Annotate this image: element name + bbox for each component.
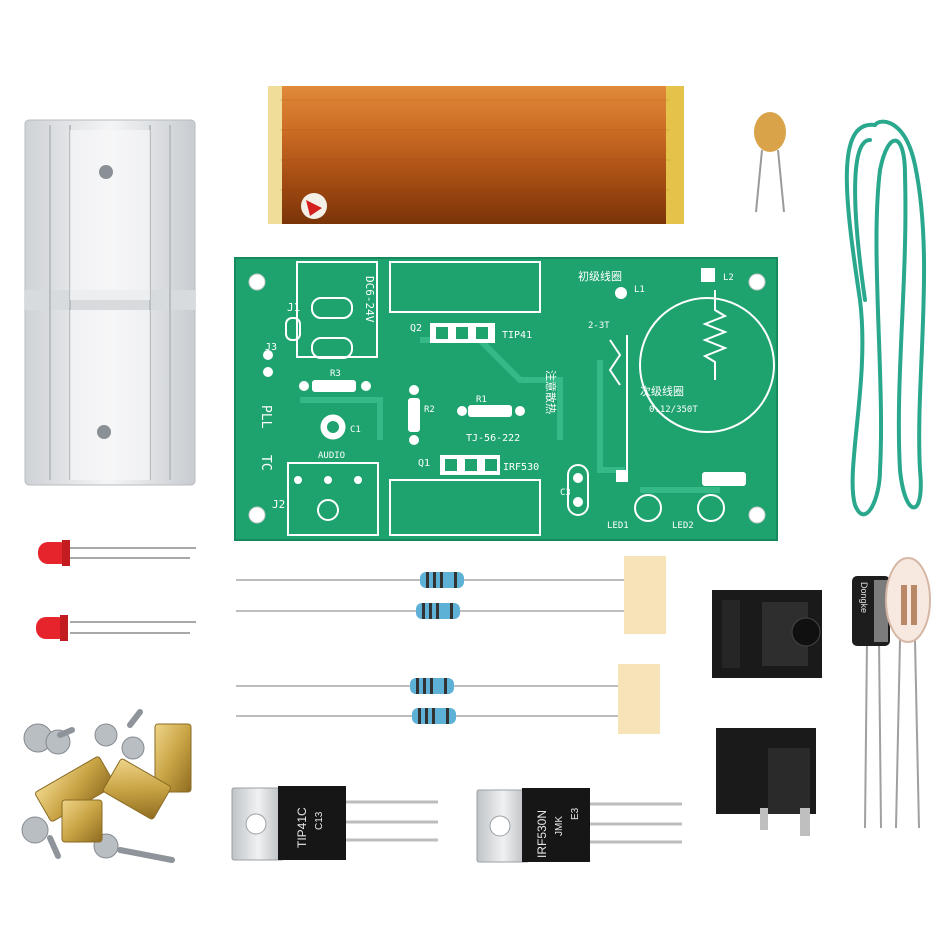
red-led-1: [38, 540, 196, 566]
label-r3: R3: [330, 369, 341, 379]
label-j1: J1: [287, 301, 300, 314]
label-led2: LED2: [672, 521, 694, 531]
label-q1: Q1: [418, 458, 430, 469]
red-led-2: [36, 615, 196, 641]
irf530n-lot-code: JMK: [554, 816, 565, 836]
tip41c-marking: TIP41C: [295, 807, 309, 848]
label-j2: J2: [272, 498, 285, 511]
q1-pads: [440, 455, 500, 475]
dc-power-jack: [716, 728, 816, 836]
tesla-secondary-coil: [268, 86, 684, 224]
green-wire: [844, 119, 927, 517]
label-dc-input: DC6-24V: [363, 276, 376, 323]
label-l1: L1: [634, 285, 645, 295]
label-tc: TC: [258, 455, 273, 471]
label-j3: J3: [265, 342, 277, 353]
label-c1: C1: [350, 425, 361, 435]
capacitor-brand: Dongke: [859, 582, 869, 613]
label-irf530: IRF530: [503, 462, 539, 473]
tip41c-date-code: C13: [314, 811, 325, 830]
irf530n-marking: IRF530N: [535, 810, 549, 858]
label-secondary-spec: 0.12/350T: [649, 405, 698, 415]
resistors: [236, 556, 666, 734]
neon-bulb: [885, 557, 931, 829]
electrolytic-capacitor: Dongke: [852, 576, 890, 829]
audio-jack: [712, 590, 822, 678]
label-c3: C3: [560, 488, 571, 498]
label-secondary-coil-cn: 次级线圈: [640, 384, 684, 398]
label-r1: R1: [476, 395, 487, 405]
irf530n-suffix: E3: [570, 807, 581, 820]
label-audio: AUDIO: [318, 451, 345, 461]
label-primary-turns: 2-3T: [588, 321, 610, 331]
hardware-screws-standoffs: [21, 709, 192, 863]
label-r2: R2: [424, 405, 435, 415]
tesla-coil-pcb: J1 J2 J3 DC6-24V Q2 Q1 TIP41 IRF530 TJ-5…: [234, 257, 778, 541]
label-primary-coil-cn: 初级线圈: [578, 269, 622, 283]
q2-pads: [430, 323, 495, 343]
label-tip41: TIP41: [502, 330, 532, 341]
label-tj-56-222: TJ-56-222: [466, 433, 520, 444]
label-heat-dissipation-cn: 注意散热: [544, 370, 558, 414]
label-l2: L2: [723, 273, 734, 283]
label-led1: LED1: [607, 521, 629, 531]
label-q2: Q2: [410, 323, 422, 334]
transistor-tip41c: TIP41C C13: [231, 786, 438, 861]
label-pll: PLL: [258, 405, 273, 429]
transistor-irf530n: IRF530N JMK E3: [476, 788, 682, 863]
ceramic-capacitor: [754, 112, 786, 213]
j1-jack-footprint: [285, 297, 353, 359]
arrow-icon: [306, 200, 322, 216]
heatsink: [24, 119, 196, 486]
